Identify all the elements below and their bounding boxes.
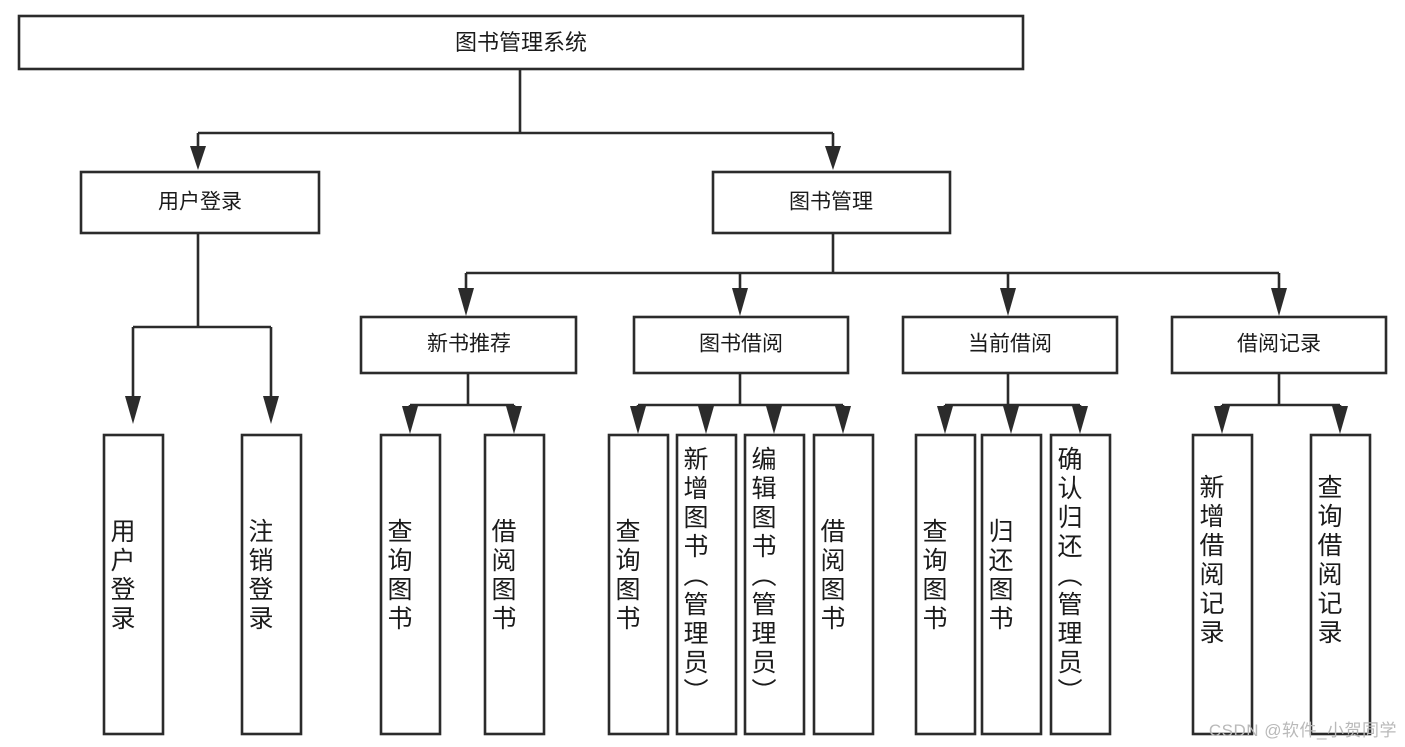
node-new-book-recommend-label: 新书推荐 <box>427 333 511 356</box>
leaf-box-user-login-0[interactable] <box>102 433 165 736</box>
node-book-management-box[interactable] <box>711 170 952 235</box>
leaf-label-current-borrow-0: 查询图书 <box>919 518 947 634</box>
arrow-head-level3-2 <box>1000 288 1016 316</box>
arrow-head-leaf-current-borrow-2 <box>1072 406 1088 434</box>
connector-group-book-borrow <box>630 373 851 434</box>
arrow-head-leaf-borrow-record-1 <box>1332 406 1348 434</box>
connector-group-new-book <box>402 373 522 434</box>
node-current-borrow-box[interactable] <box>901 315 1119 375</box>
node-user-login-label: 用户登录 <box>158 191 242 214</box>
node-borrow-record[interactable]: 借阅记录 <box>1170 315 1388 375</box>
node-book-management[interactable]: 图书管理 <box>711 170 952 235</box>
arrow-head-leaf-book-borrow-0 <box>630 406 646 434</box>
leaf-label-borrow-record-1: 查询借阅记录 <box>1314 474 1342 648</box>
leaf-box-borrow-record-0[interactable] <box>1191 433 1254 736</box>
node-root-box[interactable] <box>17 14 1025 71</box>
leaf-box-book-borrow-0[interactable] <box>607 433 670 736</box>
node-book-borrow[interactable]: 图书借阅 <box>632 315 850 375</box>
leaf-label-user-login-0: 用户登录 <box>107 518 135 634</box>
arrow-head-leaf-book-borrow-3 <box>835 406 851 434</box>
leaf-box-borrow-record-1[interactable] <box>1309 433 1372 736</box>
leaf-group-user-login <box>102 433 303 736</box>
node-user-login[interactable]: 用户登录 <box>79 170 321 235</box>
node-current-borrow-label: 当前借阅 <box>968 333 1052 356</box>
arrow-head-leaf-new-book-0 <box>402 406 418 434</box>
node-new-book-recommend[interactable]: 新书推荐 <box>359 315 578 375</box>
arrow-head-leaf-current-borrow-0 <box>937 406 953 434</box>
leaf-label-current-borrow-2: 确认归还（管理员） <box>1054 446 1082 707</box>
node-root-label: 图书管理系统 <box>455 30 587 55</box>
arrow-head-leaf-user-login-1 <box>263 396 279 424</box>
node-book-management-label: 图书管理 <box>789 191 873 214</box>
node-new-book-recommend-box[interactable] <box>359 315 578 375</box>
arrow-head-leaf-book-borrow-2 <box>766 406 782 434</box>
leaf-group-borrow-record <box>1191 433 1372 736</box>
connector-group-root <box>190 69 841 170</box>
node-current-borrow[interactable]: 当前借阅 <box>901 315 1119 375</box>
arrow-head-level3-3 <box>1271 288 1287 316</box>
leaf-box-current-borrow-0[interactable] <box>914 433 977 736</box>
leaf-group-book-borrow <box>607 433 875 736</box>
leaf-box-new-book-1[interactable] <box>483 433 546 736</box>
leaf-box-new-book-0[interactable] <box>379 433 442 736</box>
leaf-label-borrow-record-0: 新增借阅记录 <box>1196 474 1224 648</box>
leaf-box-book-borrow-2[interactable] <box>743 433 806 736</box>
arrow-head-user-login <box>190 146 206 170</box>
arrow-head-book-mgmt <box>825 146 841 170</box>
node-borrow-record-box[interactable] <box>1170 315 1388 375</box>
leaf-label-current-borrow-1: 归还图书 <box>985 518 1013 634</box>
arrow-head-leaf-new-book-1 <box>506 406 522 434</box>
leaf-label-user-login-1: 注销登录 <box>245 518 273 634</box>
node-book-borrow-label: 图书借阅 <box>699 333 783 356</box>
leaf-group-current-borrow <box>914 433 1112 736</box>
leaf-label-new-book-0: 查询图书 <box>384 518 412 634</box>
connector-group-borrow-record <box>1214 373 1348 434</box>
leaf-box-book-borrow-3[interactable] <box>812 433 875 736</box>
arrow-head-leaf-borrow-record-0 <box>1214 406 1230 434</box>
leaf-box-current-borrow-2[interactable] <box>1049 433 1112 736</box>
node-root[interactable]: 图书管理系统 <box>17 14 1025 71</box>
leaf-label-new-book-1: 借阅图书 <box>488 518 516 634</box>
arrow-head-leaf-book-borrow-1 <box>698 406 714 434</box>
leaf-box-current-borrow-1[interactable] <box>980 433 1043 736</box>
arrow-head-level3-0 <box>458 288 474 316</box>
node-borrow-record-label: 借阅记录 <box>1237 333 1321 356</box>
arrow-head-level3-1 <box>732 288 748 316</box>
connector-group-user-login <box>125 233 279 424</box>
node-user-login-box[interactable] <box>79 170 321 235</box>
leaf-label-book-borrow-3: 借阅图书 <box>817 518 845 634</box>
arrow-head-leaf-user-login-0 <box>125 396 141 424</box>
watermark-label: CSDN @软件_小贺同学 <box>1208 721 1397 740</box>
leaf-box-book-borrow-1[interactable] <box>675 433 738 736</box>
leaf-label-book-borrow-1: 新增图书（管理员） <box>680 446 708 707</box>
connector-group-book-mgmt <box>458 233 1287 316</box>
leaf-label-book-borrow-2: 编辑图书（管理员） <box>748 446 776 707</box>
node-book-borrow-box[interactable] <box>632 315 850 375</box>
arrow-head-leaf-current-borrow-1 <box>1003 406 1019 434</box>
leaf-group-new-book <box>379 433 546 736</box>
leaf-label-book-borrow-0: 查询图书 <box>612 518 640 634</box>
connector-group-current-borrow <box>937 373 1088 434</box>
leaf-box-user-login-1[interactable] <box>240 433 303 736</box>
